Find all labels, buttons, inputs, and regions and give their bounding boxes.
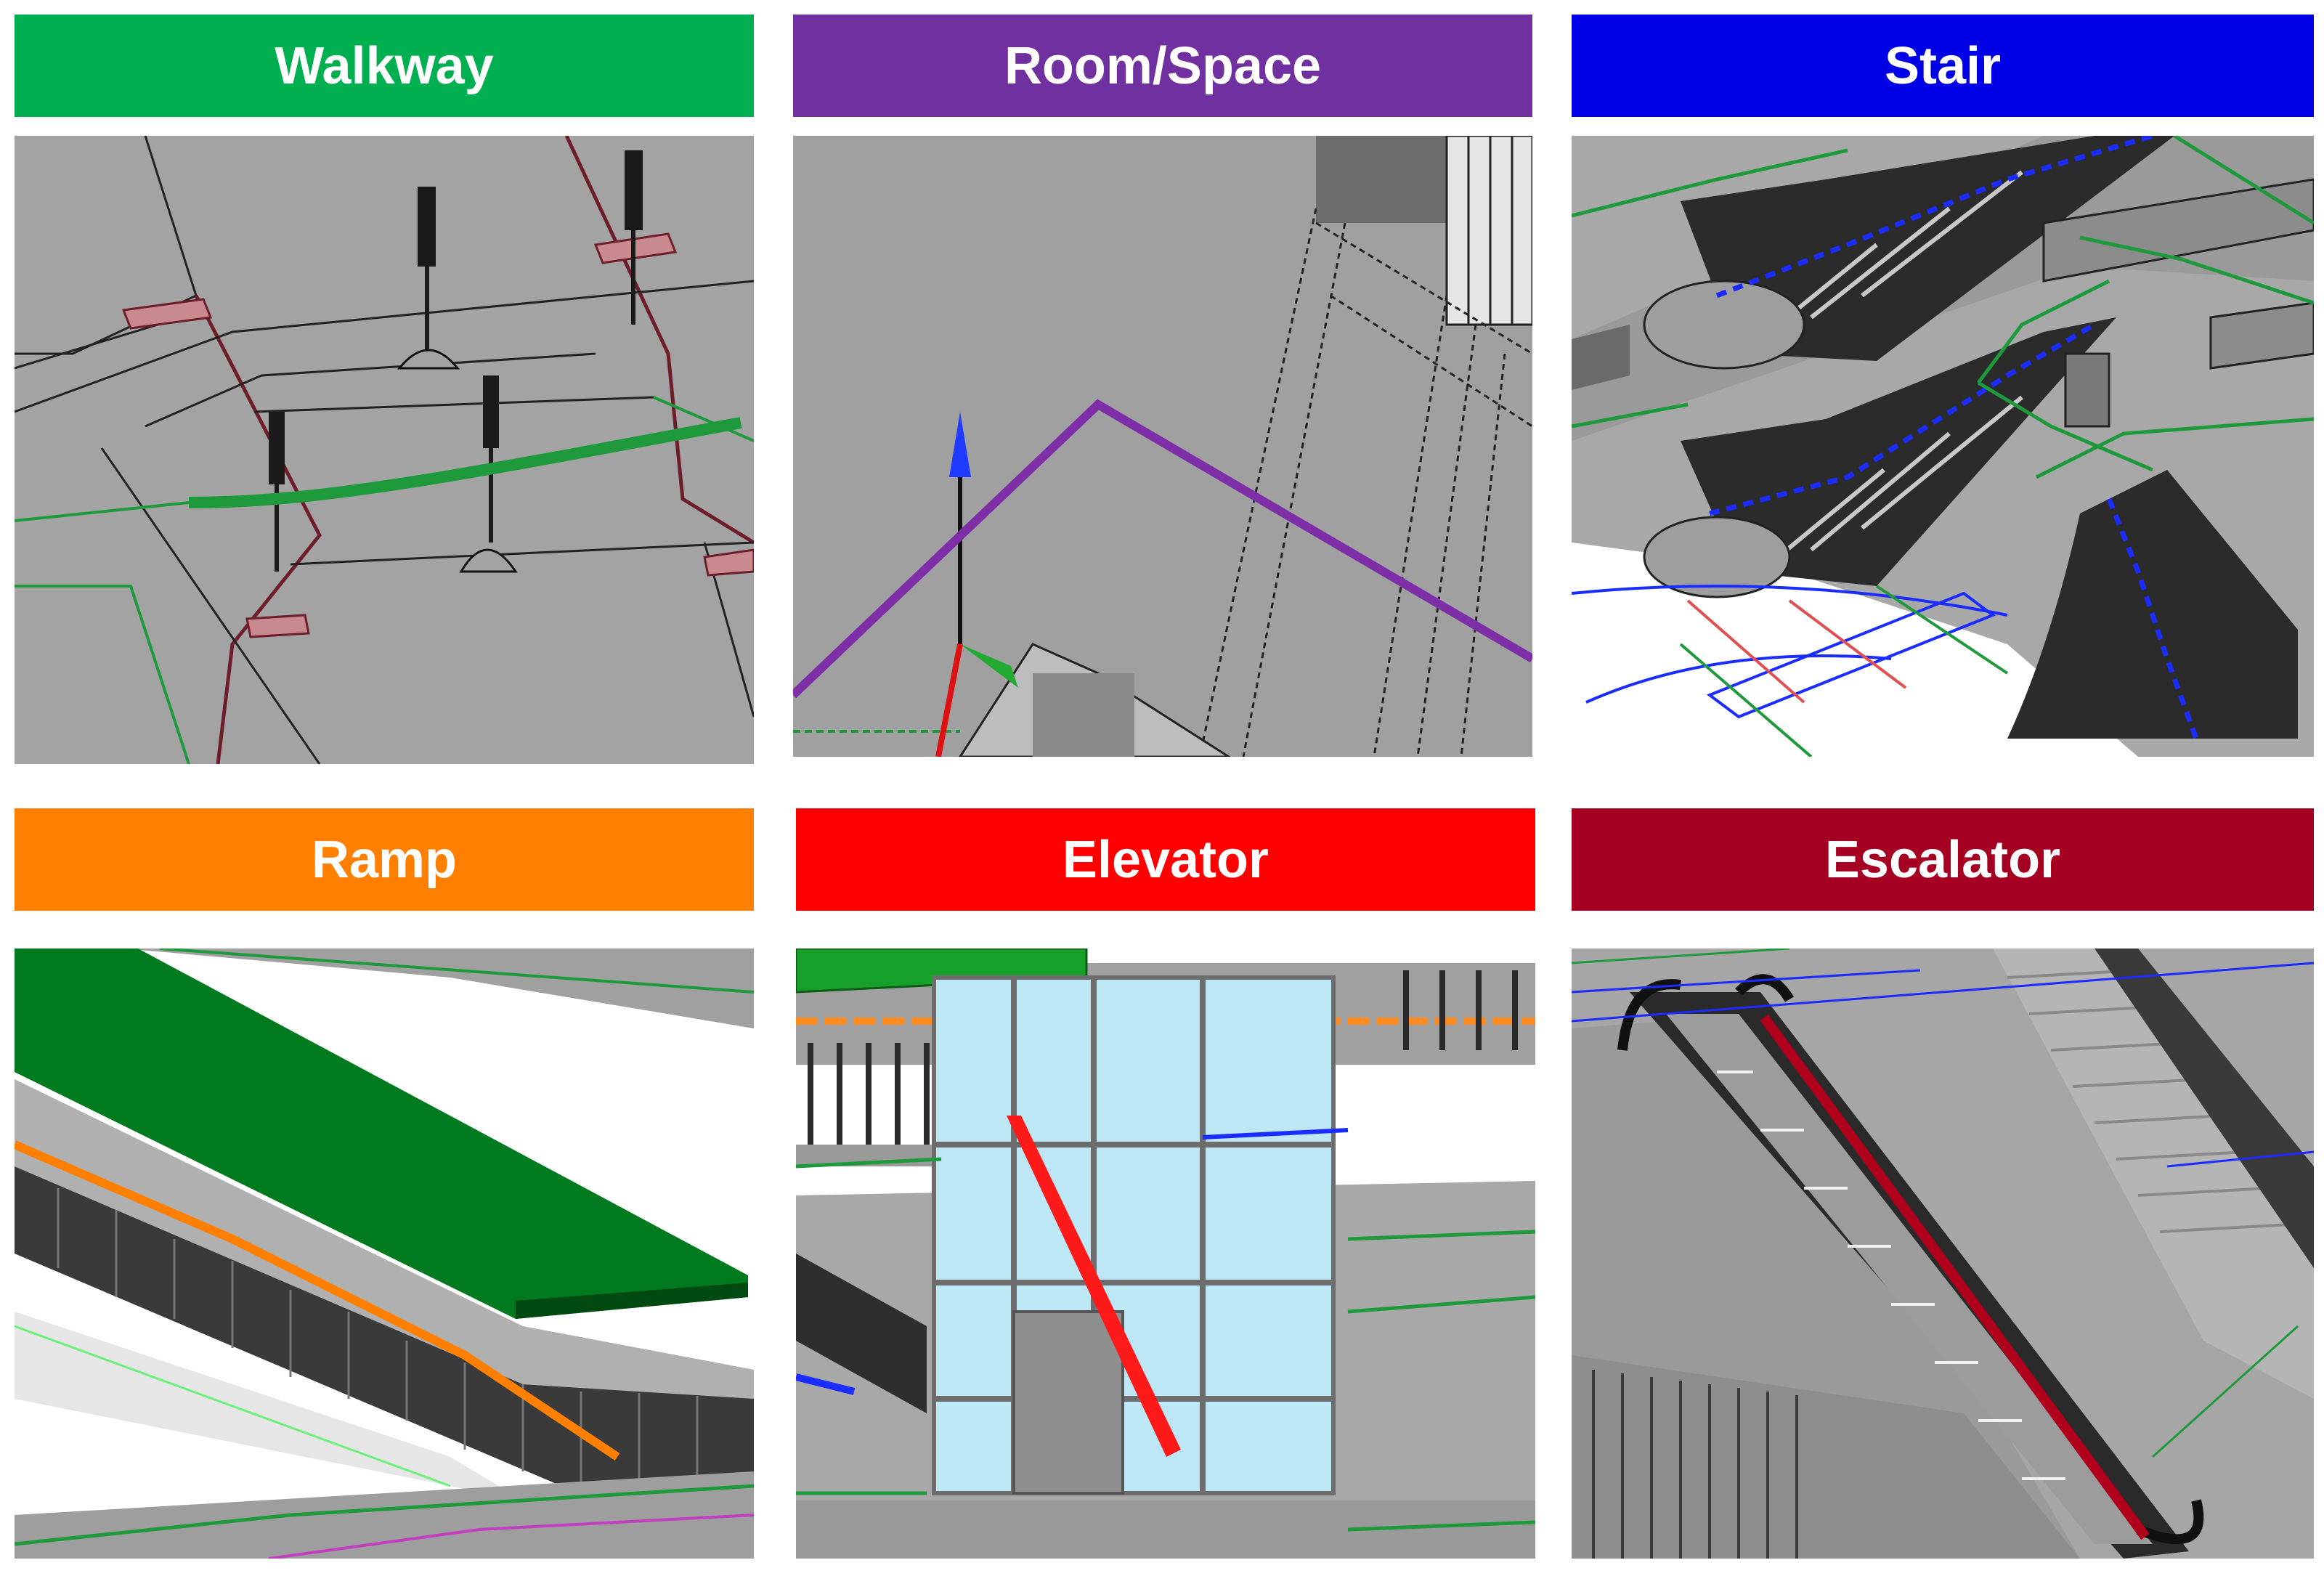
- title-ramp: Ramp: [311, 830, 458, 889]
- elevator-image: [796, 949, 1535, 1559]
- title-stair: Stair: [1884, 36, 2002, 95]
- header-escalator: Escalator: [1572, 808, 2314, 911]
- stair-image: [1572, 136, 2314, 757]
- header-elevator: Elevator: [796, 808, 1535, 911]
- header-stair: Stair: [1572, 15, 2314, 117]
- ramp-image: [15, 949, 754, 1559]
- title-escalator: Escalator: [1824, 830, 2061, 889]
- room-space-image: [793, 136, 1532, 757]
- escalator-image: [1572, 949, 2314, 1559]
- title-room-space: Room/Space: [1004, 36, 1322, 95]
- walkway-image: [15, 136, 754, 764]
- title-elevator: Elevator: [1062, 830, 1269, 889]
- header-room-space: Room/Space: [793, 15, 1532, 117]
- header-walkway: Walkway: [15, 15, 754, 117]
- header-ramp: Ramp: [15, 808, 754, 911]
- title-walkway: Walkway: [275, 36, 494, 95]
